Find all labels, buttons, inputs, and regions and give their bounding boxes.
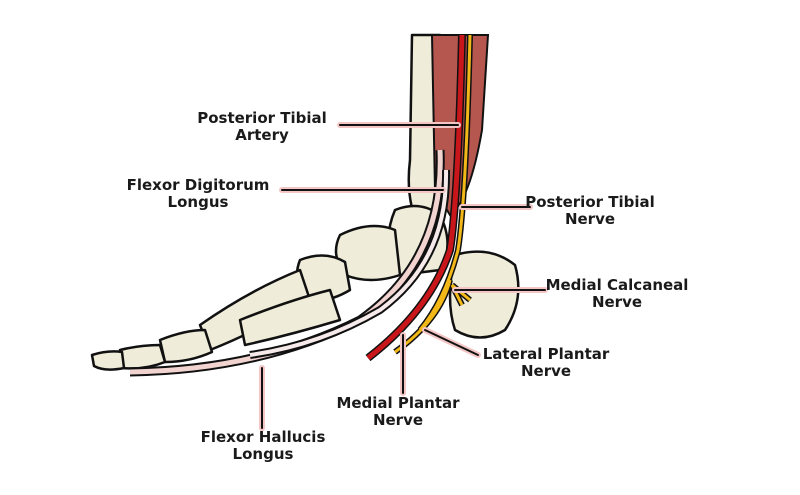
label-line: Lateral Plantar <box>482 345 610 363</box>
label-line: Posterior Tibial <box>525 193 655 211</box>
label-posterior-tibial-nerve: Posterior Tibial Nerve <box>525 194 655 228</box>
calcaneus-bone <box>448 250 520 339</box>
phalanx-bone <box>158 328 214 364</box>
label-line: Flexor Digitorum <box>126 176 270 194</box>
label-line: Longus <box>232 445 294 463</box>
metatarsal-bone-2 <box>238 288 342 347</box>
label-lateral-plantar-nerve: Lateral Plantar Nerve <box>483 346 610 380</box>
label-line: Nerve <box>564 210 616 228</box>
label-line: Nerve <box>520 362 572 380</box>
label-line: Nerve <box>591 293 643 311</box>
label-line: Longus <box>167 193 229 211</box>
label-line: Nerve <box>372 411 424 429</box>
label-medial-plantar-nerve: Medial Plantar Nerve <box>336 395 459 429</box>
label-medial-calcaneal-nerve: Medial Calcaneal Nerve <box>546 277 689 311</box>
label-line: Medial Plantar <box>336 394 460 412</box>
navicular-bone <box>334 224 402 282</box>
label-line: Medial Calcaneal <box>545 276 689 294</box>
phalanx-bone-2 <box>118 343 167 370</box>
phalanx-bone-3 <box>90 350 126 371</box>
label-line: Flexor Hallucis <box>200 428 326 446</box>
label-flexor-digitorum-longus: Flexor Digitorum Longus <box>127 177 270 211</box>
label-flexor-hallucis-longus: Flexor Hallucis Longus <box>201 429 326 463</box>
label-posterior-tibial-artery: Posterior Tibial Artery <box>197 110 327 144</box>
label-line: Artery <box>235 126 289 144</box>
leader-lines <box>259 122 548 431</box>
label-line: Posterior Tibial <box>197 109 327 127</box>
